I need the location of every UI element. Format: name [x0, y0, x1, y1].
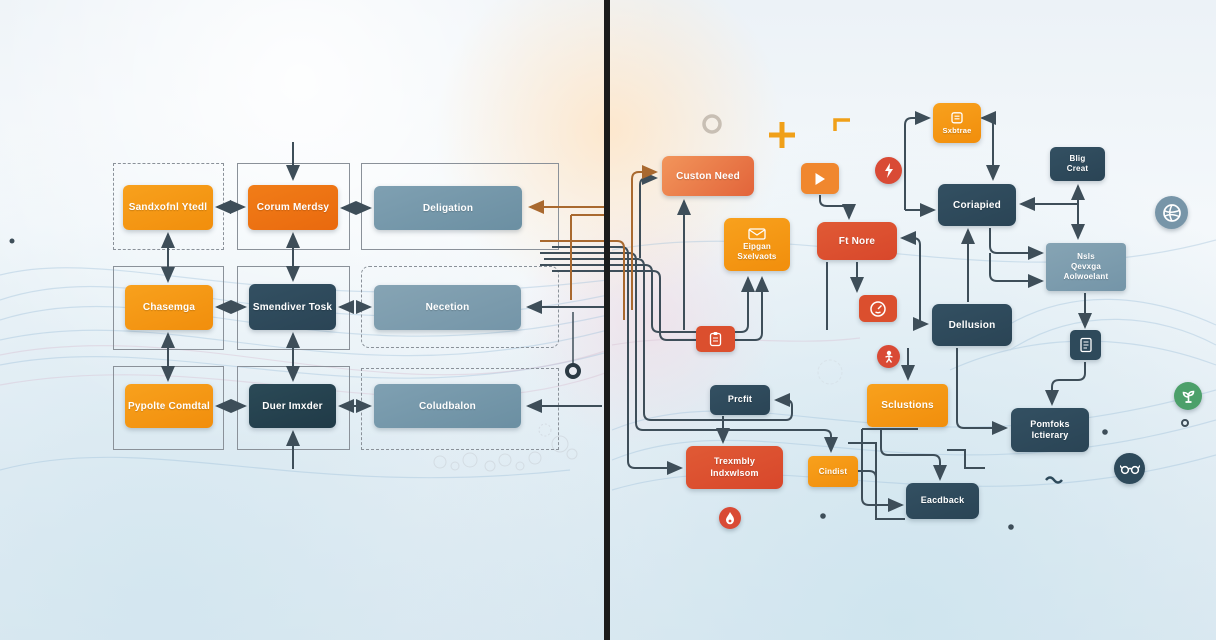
node-prcfit: Prcfit — [710, 385, 770, 415]
node-label: Eipgan Sxelvaots — [737, 241, 777, 261]
node-cindist: Cindist — [808, 456, 858, 487]
node-ft-nore: Ft Nore — [817, 222, 897, 260]
plant-icon — [1182, 390, 1194, 403]
doc-list-icon — [1079, 337, 1092, 353]
node-coriapied: Coriapied — [938, 184, 1016, 226]
node-deligation: Deligation — [374, 186, 522, 230]
gauge-icon — [870, 300, 886, 317]
node-pypolte-comdtal: Pypolte Comdtal — [125, 384, 213, 428]
node-eipgan-sxelvaots: Eipgan Sxelvaots — [724, 218, 790, 271]
clipboard-icon — [709, 332, 722, 347]
node-sxbtrae: Sxbtrae — [933, 103, 981, 143]
node-dellusion: Dellusion — [932, 304, 1012, 346]
person-badge — [877, 345, 900, 368]
squiggle-icon — [1045, 476, 1063, 484]
node-pomfoks-ictierary: Pomfoks Ictierary — [1011, 408, 1089, 452]
node-duer-imxder: Duer Imxder — [249, 384, 336, 428]
plant-badge — [1174, 382, 1202, 410]
node-blig-creat: Blig Creat — [1050, 147, 1105, 181]
node-sclustions: Sclustions — [867, 384, 948, 427]
lightning-icon — [884, 163, 893, 178]
flame-badge — [719, 507, 741, 529]
play-button-box — [801, 163, 839, 194]
document-icon — [951, 111, 963, 123]
glasses-icon — [1119, 464, 1140, 474]
plus-icon — [769, 122, 795, 148]
glasses-badge — [1114, 453, 1145, 484]
node-sandxofnl-ytedl: Sandxofnl Ytedl — [123, 185, 213, 230]
target-icon — [565, 363, 581, 379]
gauge-box — [859, 295, 897, 322]
node-trexmbly-indxwlsom: Trexmbly Indxwlsom — [686, 446, 783, 489]
flame-icon — [726, 511, 734, 524]
globe-icon — [1162, 203, 1181, 222]
node-necetion: Necetion — [374, 285, 521, 330]
node-smendiver-tosk: Smendiver Tosk — [249, 284, 336, 330]
ring-icon — [702, 114, 722, 134]
globe-badge — [1155, 196, 1188, 229]
node-coludbalon: Coludbalon — [374, 384, 521, 428]
doc-list-box — [1070, 330, 1101, 360]
center-divider — [604, 0, 610, 640]
lightning-badge — [875, 157, 902, 184]
corner-bracket-icon — [833, 118, 850, 131]
node-corum-merdsy: Corum Merdsy — [248, 185, 338, 230]
node-custon-need: Custon Need — [662, 156, 754, 196]
person-icon — [884, 350, 893, 363]
node-chasemga: Chasemga — [125, 285, 213, 330]
node-label: Sxbtrae — [942, 125, 972, 135]
play-icon — [815, 172, 825, 185]
envelope-icon — [748, 227, 766, 240]
clipboard-box — [696, 326, 735, 352]
node-nsls-qevxga: Nsls Qevxga Aolwoelant — [1046, 243, 1126, 291]
node-eacdback: Eacdback — [906, 483, 979, 519]
